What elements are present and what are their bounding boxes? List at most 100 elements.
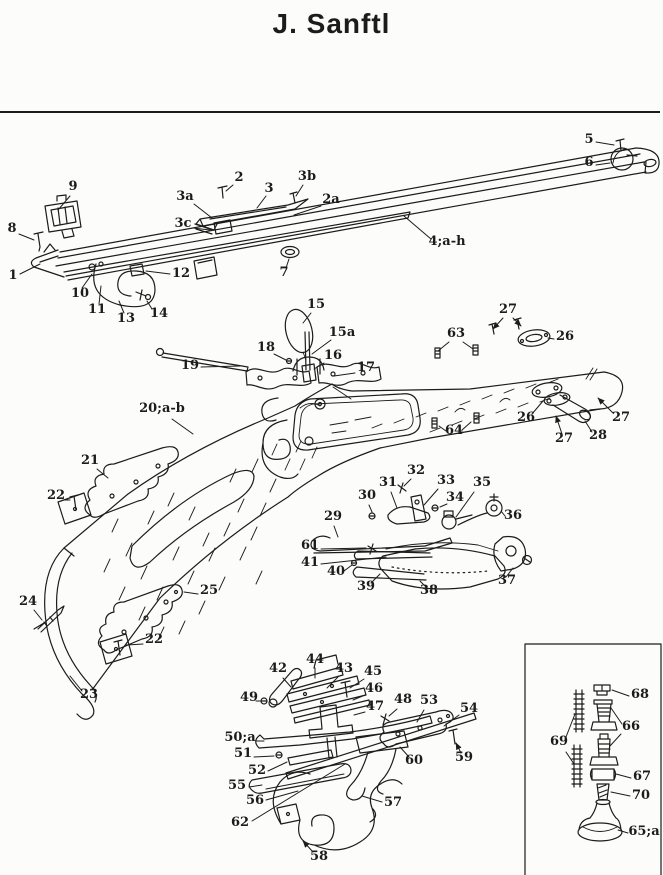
leader-line-46 (352, 694, 366, 701)
leader-line-39 (370, 573, 381, 584)
threaded-rod-a (573, 689, 585, 733)
part-label-9: 9 (68, 179, 77, 194)
breech-screw (615, 138, 625, 152)
leader-line-11 (98, 285, 102, 305)
stock-screws-64 (431, 412, 480, 429)
trigger-plate (255, 715, 433, 749)
sear-bar (353, 550, 433, 560)
part-label-47: 47 (366, 699, 384, 714)
part-label-6: 6 (584, 155, 593, 170)
leader-line-38 (419, 580, 427, 588)
part-label-3a: 3a (176, 189, 194, 204)
leader-line-18 (273, 353, 287, 361)
screw-32 (397, 482, 407, 494)
breech-ball (610, 147, 634, 171)
lock-parts-drawing (310, 482, 533, 590)
part-label-54: 54 (460, 701, 478, 716)
part-label-8: 8 (7, 221, 16, 236)
part-label-58: 58 (310, 849, 328, 864)
leader-line-65;a (617, 829, 629, 834)
leader-line-59 (455, 742, 462, 754)
leader-line-33 (423, 488, 439, 506)
forearm-hatching (371, 378, 559, 433)
spring-46 (289, 687, 367, 714)
part-label-40: 40 (327, 564, 345, 579)
leader-line-55 (248, 784, 263, 788)
scroll-plate-25 (97, 584, 183, 654)
leader-line-36 (500, 510, 506, 517)
part-label-26: 26 (556, 329, 574, 344)
part-label-66: 66 (622, 719, 640, 734)
butt-hatching (103, 440, 318, 641)
part-label-68: 68 (631, 687, 649, 702)
part-label-27: 27 (555, 431, 573, 446)
leader-line-32 (403, 478, 412, 487)
leader-line-42 (282, 677, 292, 688)
leader-line-69 (565, 751, 575, 765)
screw-45 (340, 680, 351, 698)
part-label-33: 33 (437, 473, 455, 488)
part-label-5: 5 (584, 132, 593, 147)
lock-plate (378, 547, 506, 590)
part-label-35: 35 (473, 475, 491, 490)
leader-line-3b (295, 184, 304, 197)
leader-line-24 (33, 609, 43, 621)
part-label-70: 70 (632, 788, 650, 803)
leader-line-2 (225, 184, 234, 192)
part-label-52: 52 (248, 763, 266, 778)
lock-plate-inlet (292, 393, 421, 451)
under-rib (63, 211, 411, 281)
hammer-arm (457, 512, 488, 526)
rear-sight-leaf (195, 198, 309, 231)
leader-line-40 (343, 564, 353, 572)
leader-line-8 (18, 233, 35, 241)
part-label-7: 7 (279, 265, 288, 280)
stock-screws-63 (434, 344, 479, 359)
leader-line-3c (192, 227, 211, 231)
part-label-12: 12 (172, 266, 190, 281)
wood-screw-24 (33, 605, 65, 633)
part-label-45: 45 (364, 664, 382, 679)
leader-line-22 (125, 643, 144, 646)
part-label-63: 63 (447, 326, 465, 341)
leader-line-60 (399, 746, 410, 758)
spring-39 (352, 566, 427, 581)
part-label-27: 27 (499, 302, 517, 317)
leader-line-27 (597, 397, 614, 414)
sight-pin (289, 191, 298, 204)
jag-a (590, 699, 618, 731)
stem-block (301, 363, 317, 383)
leader-line-62 (251, 763, 346, 822)
part-label-20;a-b: 20;a-b (139, 401, 185, 416)
assembled-rifle-drawing (33, 308, 624, 720)
guard-scroll (272, 771, 403, 851)
part-label-18: 18 (257, 340, 275, 355)
stock-top-edge (63, 371, 605, 549)
leader-line-68 (611, 689, 630, 697)
leader-line-23 (69, 675, 83, 692)
sight-slide (213, 219, 233, 235)
leader-line-67 (615, 773, 632, 779)
ramrod-head (578, 802, 622, 831)
leader-line-54 (443, 714, 460, 727)
part-label-13: 13 (117, 311, 135, 326)
scroll-plate-21 (84, 446, 179, 518)
part-label-1: 1 (8, 268, 17, 283)
header-divider (0, 111, 660, 113)
leader-line-12 (145, 270, 171, 275)
leader-line-47 (353, 711, 366, 716)
part-label-36: 36 (504, 508, 522, 523)
part-label-39: 39 (357, 579, 375, 594)
leader-line-69 (565, 713, 576, 738)
long-bars-53-54 (285, 712, 477, 780)
part-label-29: 29 (324, 509, 342, 524)
part-label-59: 59 (455, 750, 473, 765)
leader-line-37 (505, 567, 514, 578)
entry-pipe (93, 263, 156, 308)
leader-line-27 (512, 317, 522, 327)
part-label-37: 37 (498, 573, 516, 588)
part-label-53: 53 (420, 693, 438, 708)
leader-line-27 (555, 415, 563, 435)
part-label-17: 17 (357, 360, 375, 375)
